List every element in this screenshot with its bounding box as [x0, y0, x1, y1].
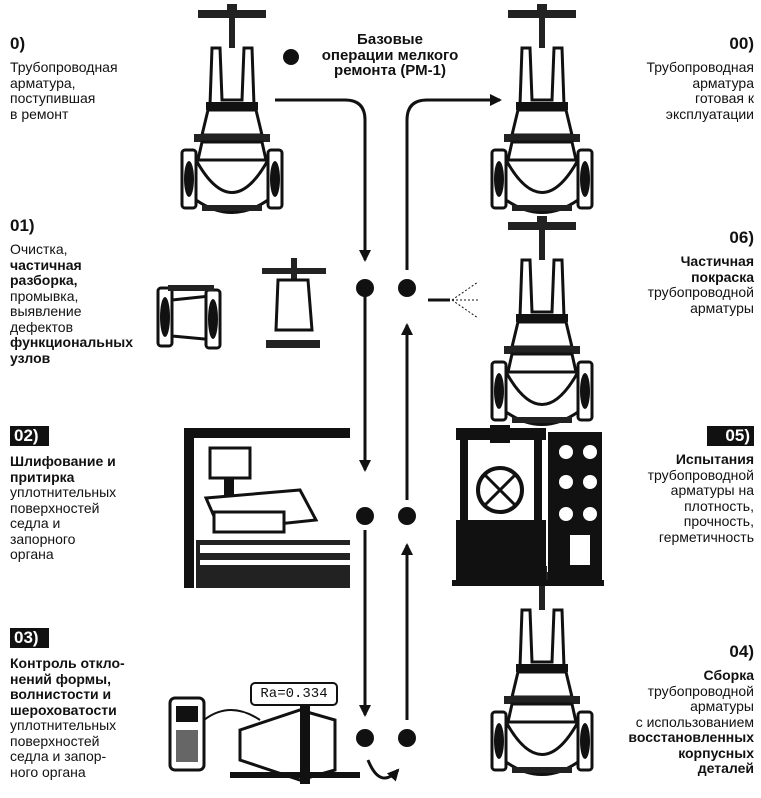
- step-02-text: 02) Шлифование и притирка уплотнительных…: [10, 426, 170, 563]
- test-bench-image: [452, 425, 604, 586]
- flow-arrow-out: [405, 94, 502, 270]
- step-04-line: трубопроводной: [647, 682, 754, 699]
- step-05-line: трубопроводной: [647, 466, 754, 483]
- step-03-line: поверхностей: [10, 732, 100, 749]
- step-00-line: готовая к: [695, 90, 754, 106]
- step-01-line: дефектов: [10, 318, 74, 335]
- profilometer-image: [168, 696, 360, 784]
- step-02-line: седла и: [10, 515, 61, 531]
- step-01-line: промывка,: [10, 287, 79, 304]
- flow-arrow-03-04: [366, 759, 400, 782]
- center-title-line1: Базовые: [357, 31, 423, 48]
- center-title: Базовые операции мелкого ремонта (РМ-1): [300, 32, 480, 79]
- step-00-number: 00): [729, 34, 754, 53]
- step-05-line: герметичность: [658, 528, 754, 545]
- step-04-line: арматуры: [690, 698, 754, 714]
- lapping-machine-image: [184, 428, 350, 588]
- ra-readout: Ra=0.334: [260, 686, 328, 702]
- step-05-line: Испытания: [675, 451, 754, 467]
- step-05-line: арматуры на: [670, 482, 754, 498]
- step-01-line: выявление: [10, 303, 82, 319]
- step-03-line: Контроль откло-: [10, 655, 125, 671]
- step-01-line: частичная: [10, 256, 82, 273]
- step-01-line: Очистка,: [10, 241, 68, 257]
- step-05-text: 05) Испытания трубопроводной арматуры на…: [596, 426, 754, 545]
- step-01-text: 01) Очистка, частичная разборка, промывк…: [10, 216, 170, 366]
- step-06-line: трубопроводной: [647, 284, 754, 300]
- step-00-text: 00) Трубопроводная арматура готовая к эк…: [596, 34, 754, 122]
- title-bullet-dot: [283, 49, 299, 65]
- step-03-line: уплотнительных: [10, 717, 117, 733]
- center-title-line2: операции мелкого: [321, 46, 459, 64]
- step-04-number: 04): [729, 642, 754, 661]
- step-04-line: с использованием: [635, 713, 754, 730]
- step-05-line: прочность,: [683, 513, 754, 529]
- valve-ready-image: [490, 2, 594, 214]
- step-03-line: ного органа: [10, 763, 86, 780]
- step-0-line: поступившая: [10, 90, 96, 106]
- step-01-dot: [356, 279, 374, 297]
- step-04-line: корпусных: [678, 744, 754, 761]
- step-04-line: восстановленных: [628, 729, 754, 745]
- step-00-line: Трубопроводная: [646, 59, 754, 75]
- step-02-line: притирка: [10, 468, 75, 485]
- step-05-dot: [398, 507, 416, 525]
- step-03-number: 03): [10, 628, 49, 648]
- step-00-line: эксплуатации: [665, 105, 754, 122]
- valve-painting-image: [490, 214, 594, 426]
- valve-intake-image: [180, 2, 284, 214]
- step-03-text: 03) Контроль откло- нений формы, волнист…: [10, 628, 170, 780]
- step-04-text: 04) Сборка трубопроводной арматуры с исп…: [596, 642, 754, 777]
- step-02-dot: [356, 507, 374, 525]
- step-00-line: арматура: [692, 74, 754, 91]
- step-05-number: 05): [707, 426, 754, 446]
- valve-assembled-image: [490, 564, 594, 776]
- step-02-line: органа: [10, 546, 54, 562]
- flow-arrow-in: [275, 98, 371, 262]
- step-0-line: арматура,: [10, 74, 76, 91]
- step-01-line: функциональных: [10, 334, 134, 350]
- step-01-line: разборка,: [10, 272, 78, 288]
- step-06-line: покраска: [691, 268, 754, 285]
- step-02-number: 02): [10, 426, 49, 446]
- step-0-number: 0): [10, 34, 26, 53]
- center-title-line3: ремонта (РМ-1): [334, 62, 446, 79]
- step-06-dot: [398, 279, 416, 297]
- spray-icon: [428, 281, 479, 319]
- disassembled-parts-image: [156, 258, 326, 350]
- step-06-line: арматуры: [690, 299, 754, 316]
- step-02-line: уплотнительных: [10, 484, 117, 500]
- step-03-line: волнистости и: [10, 686, 112, 702]
- step-04-dot: [398, 729, 416, 747]
- step-01-line: узлов: [10, 349, 51, 366]
- step-06-line: Частичная: [680, 253, 754, 269]
- step-03-line: нений формы,: [10, 670, 111, 687]
- step-06-text: 06) Частичная покраска трубопроводной ар…: [596, 228, 754, 316]
- step-0-line: Трубопроводная: [10, 59, 118, 75]
- step-03-dot: [356, 729, 374, 747]
- step-05-line: плотность,: [684, 497, 754, 514]
- step-02-line: Шлифование и: [10, 453, 116, 469]
- step-02-line: поверхностей: [10, 499, 100, 516]
- step-02-line: запорного: [10, 530, 76, 547]
- ra-display-box: [250, 682, 338, 706]
- step-04-line: Сборка: [703, 667, 754, 683]
- step-03-line: шероховатости: [10, 701, 117, 718]
- step-0-line: в ремонт: [10, 105, 69, 122]
- step-0-text: 0) Трубопроводная арматура, поступившая …: [10, 34, 170, 122]
- step-06-number: 06): [729, 228, 754, 247]
- step-03-line: седла и запор-: [10, 748, 107, 764]
- step-04-line: деталей: [697, 760, 754, 776]
- step-01-number: 01): [10, 216, 35, 235]
